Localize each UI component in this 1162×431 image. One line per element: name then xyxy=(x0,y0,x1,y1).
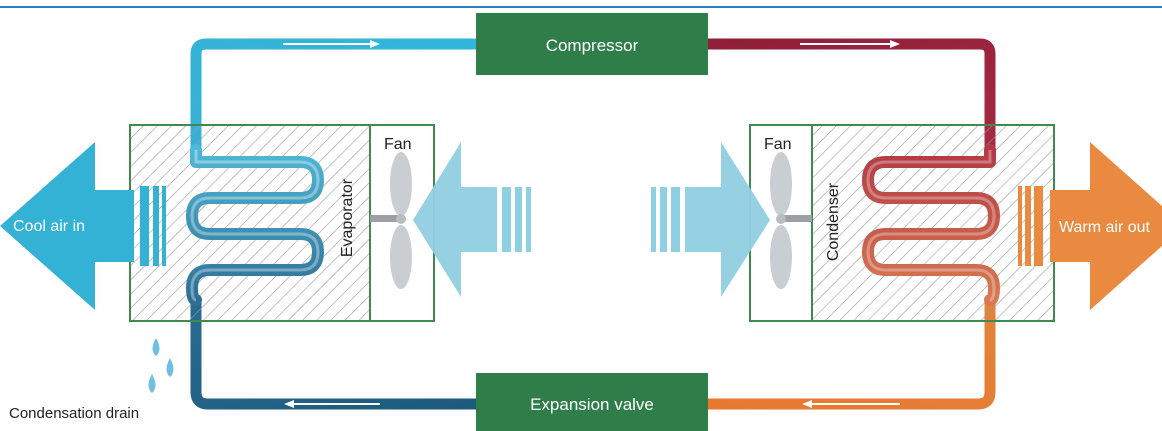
pipe-bottom-left xyxy=(190,294,484,410)
air-inflow-arrow-left xyxy=(413,142,531,297)
condenser-label: Condenser xyxy=(825,182,842,261)
compressor-box xyxy=(476,13,708,75)
water-drops-icon xyxy=(148,338,174,393)
expansion-valve-box xyxy=(476,373,708,431)
compressor-label: Compressor xyxy=(546,36,639,55)
air-inflow-arrow-right xyxy=(651,142,770,297)
warm-air-label: Warm air out xyxy=(1059,219,1151,236)
flow-arrow-top-left xyxy=(283,40,380,48)
warm-air-stripes xyxy=(1018,186,1043,266)
expansion-valve-label: Expansion valve xyxy=(530,395,654,414)
fan-icon-left xyxy=(370,152,412,289)
pipe-top-right xyxy=(702,38,996,156)
evaporator-coil xyxy=(186,144,324,306)
evaporator-label: Evaporator xyxy=(339,178,356,257)
condenser-housing xyxy=(811,124,1055,322)
condensation-drain-label: Condensation drain xyxy=(9,405,139,422)
pipe-bottom-right xyxy=(702,294,996,410)
top-rule xyxy=(0,6,1162,8)
flow-arrow-bottom-left xyxy=(284,400,380,408)
flow-arrow-bottom-right xyxy=(802,400,900,408)
warm-air-arrow xyxy=(1050,142,1162,310)
cool-air-stripes xyxy=(140,186,166,266)
pipe-top-left xyxy=(190,38,484,156)
fan-icon-right xyxy=(770,152,812,289)
condenser-coil xyxy=(862,144,1000,306)
cool-air-label: Cool air in xyxy=(13,218,85,235)
fan-label-right: Fan xyxy=(764,136,792,153)
fan-label-left: Fan xyxy=(384,136,412,153)
flow-arrow-top-right xyxy=(800,40,900,48)
cool-air-arrow xyxy=(0,142,134,310)
